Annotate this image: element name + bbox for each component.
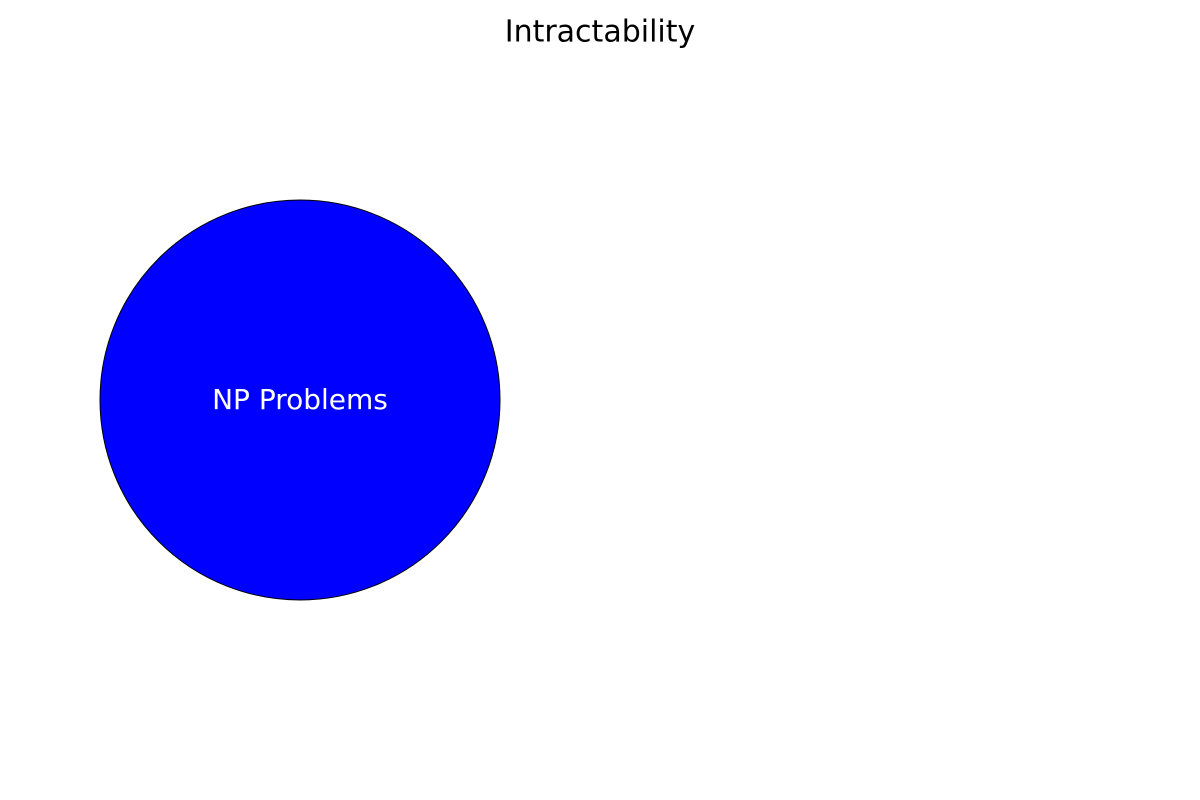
np-problems-node: NP Problems [99,199,501,601]
diagram-title: Intractability [505,15,696,50]
np-problems-circle [99,199,501,601]
np-problems-label: NP Problems [212,383,388,416]
